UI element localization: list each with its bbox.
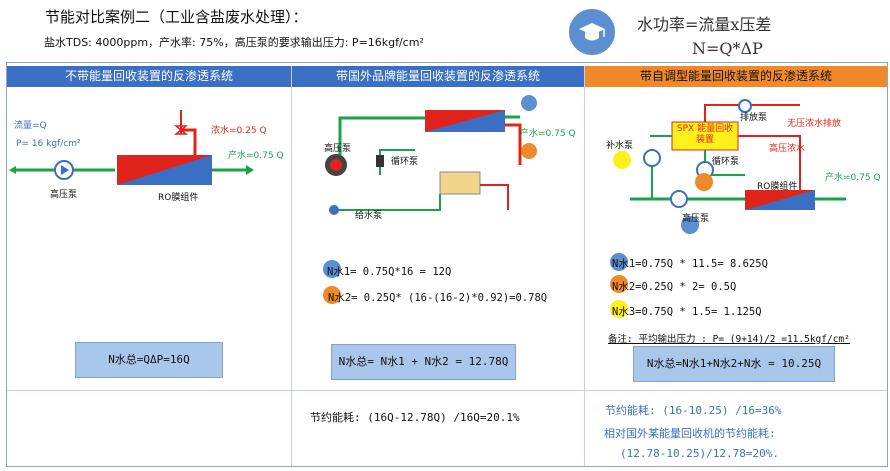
panel-3-header: 带自调型能量回收装置的反渗透系统 [585,66,887,87]
calc-n1: N水1= 0.75Q*16 = 12Q [327,266,452,278]
comparison-frame [6,62,888,467]
concentrate-label: 浓水=0.25 Q [211,126,267,136]
total-power-box: N水总=QΔP=16Q [75,342,223,378]
hp-pump-label: 高压泵 [682,214,710,224]
relative-saving-formula: (12.78-10.25)/12.78=20%. [620,447,779,460]
membrane-label: RO膜组件 [757,182,798,192]
feed-pump-label: 给水泵 [355,211,383,221]
water-power-formula: 水功率=流量x压差 [637,15,772,34]
product-label: 产水=0.75 Q [228,151,284,161]
energy-recovery-device: SPX 能量回收装置 [676,124,734,145]
page-subtitle: 盐水TDS: 4000ppm，产水率: 75%，高压泵的要求输出压力: P=16… [44,36,424,49]
product-label: 产水=0.75 Q [520,129,576,139]
saving-text: 节约能耗: (16-10.25) /16=36% [605,404,782,417]
page-title: 节能对比案例二（工业含盐废水处理）： [45,8,308,26]
total-power-box: N水总= N水1 + N水2 = 12.78Q [331,344,516,380]
hp-pump-label: 高压泵 [50,190,78,200]
relative-saving-text: 相对国外某能量回收机的节约能耗: [604,427,776,440]
row-divider [7,390,887,391]
column-divider [584,66,585,466]
circ-pump-label: 循环泵 [391,157,419,167]
hp-concentrate-label: 高压浓水 [769,144,806,154]
calc-n2: N水2= 0.25Q* (16-(16-2)*0.92)=0.78Q [328,292,548,304]
membrane-label: RO膜组件 [158,193,199,203]
graduation-cap-icon [569,9,615,55]
drain-pump-label: 排放泵 [740,113,768,123]
product-label: 产水=0.75 Q [825,173,881,183]
power-equation: N=Q*ΔP [692,39,763,58]
hp-pump-label: 高压泵 [324,144,352,154]
panel-1-header: 不带能量回收装置的反渗透系统 [7,66,291,87]
column-divider [291,66,292,466]
calc-n3: N水3=0.75Q * 1.5= 1.125Q [612,306,762,318]
saving-text: 节约能耗: (16Q-12.78Q) /16Q=20.1% [310,411,520,424]
note-text: 备注: 平均输出压力 : P= (9+14)/2 =11.5kgf/cm² [608,334,850,345]
calc-n2: N水2=0.25Q * 2= 0.5Q [612,281,737,293]
pressure-label: P= 16 kgf/cm² [16,139,81,149]
supply-pump-label: 补水泵 [606,141,634,151]
panel-2-header: 带国外品牌能量回收装置的反渗透系统 [292,66,584,87]
no-pressure-concentrate-label: 无压浓水排放 [787,119,842,129]
flow-label: 流量=Q [14,121,47,131]
circ-pump-label: 循环泵 [712,157,740,167]
calc-n1: N水1=0.75Q * 11.5= 8.625Q [612,258,768,270]
total-power-box: N水总=N水1+N水2+N水 = 10.25Q [633,346,835,382]
